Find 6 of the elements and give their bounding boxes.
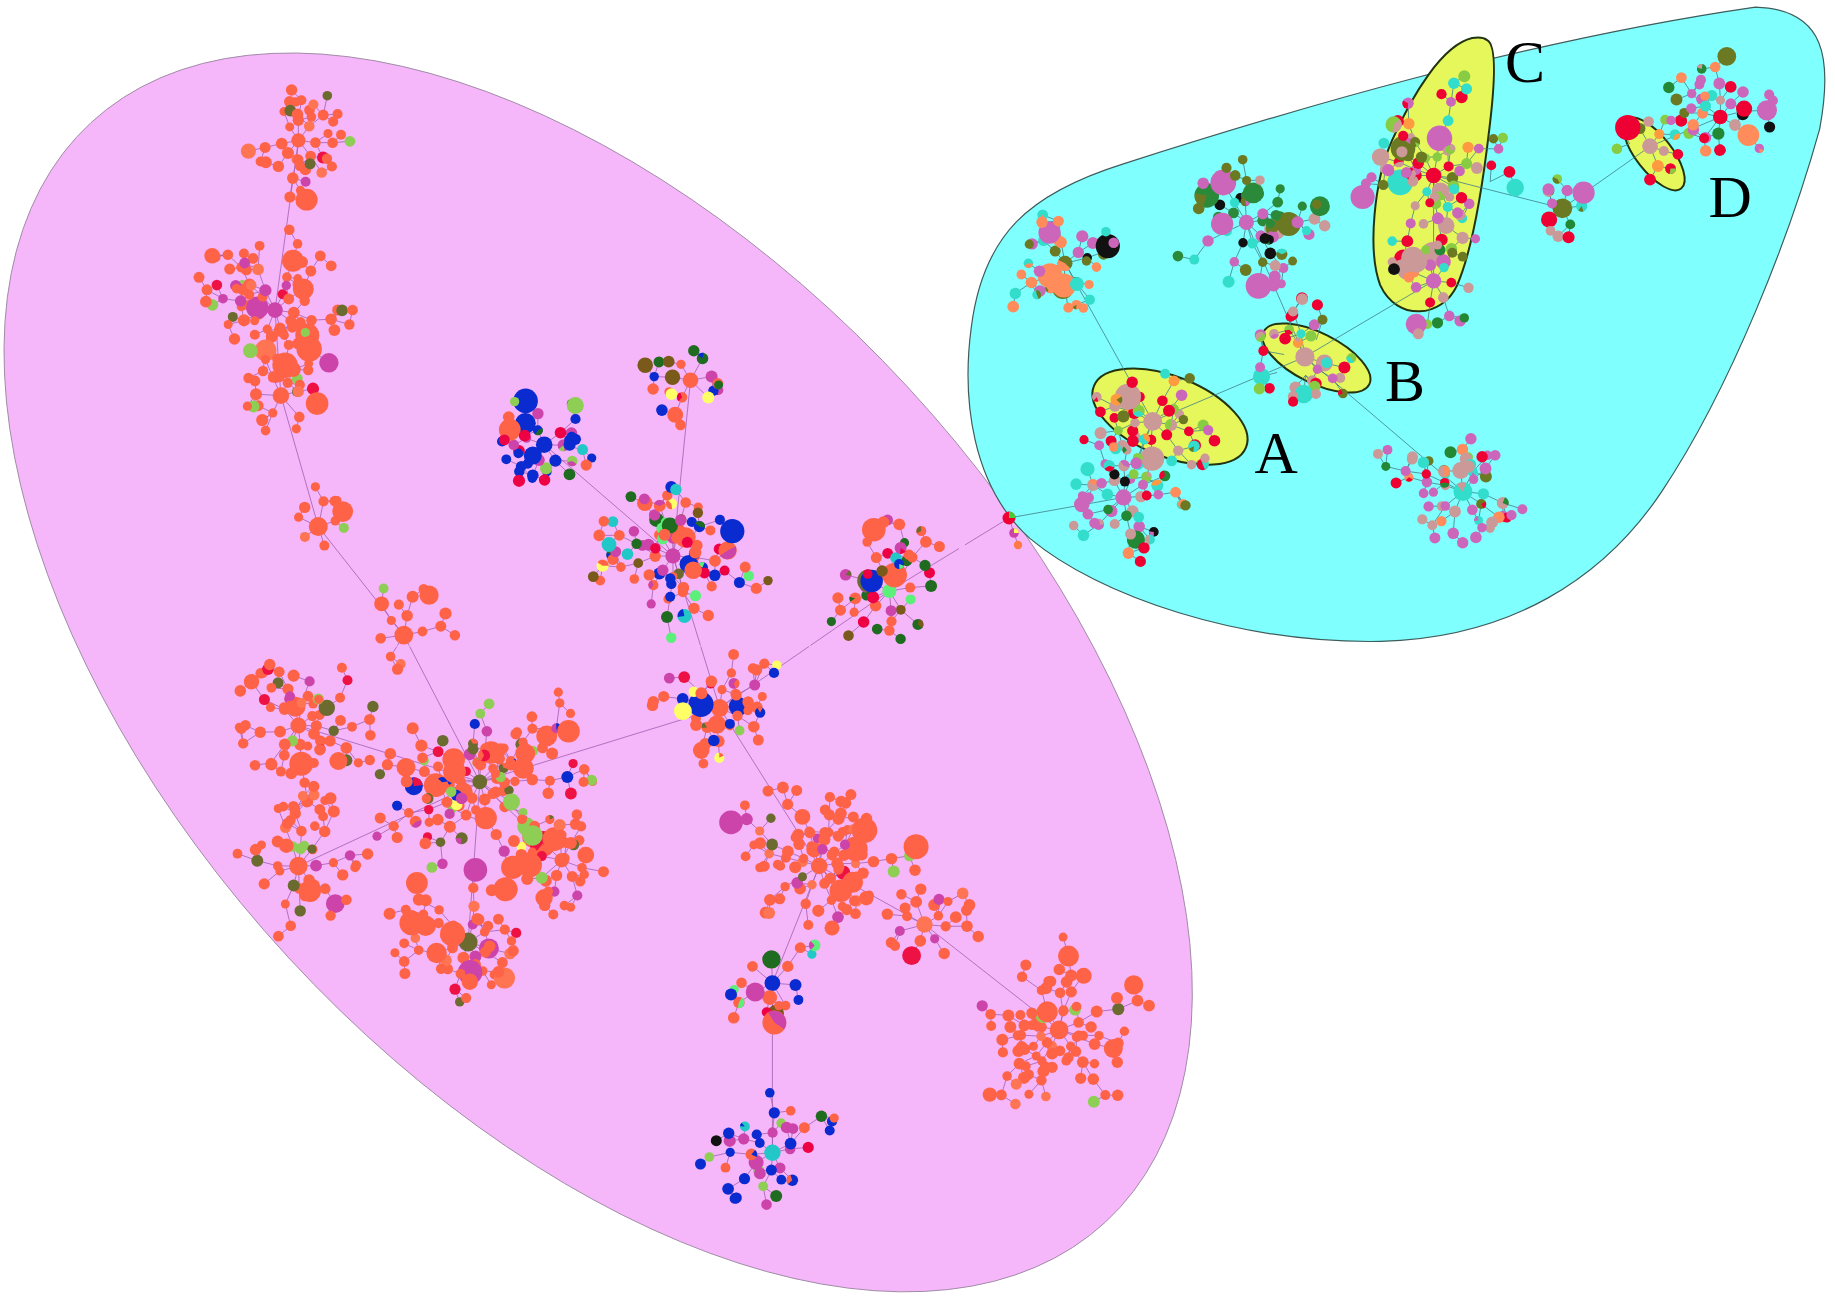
cluster-label: A xyxy=(1254,422,1298,483)
cluster-label: C xyxy=(1505,31,1546,92)
cluster-label: D xyxy=(1708,166,1752,227)
branch-line xyxy=(1334,303,1396,340)
cluster-label: B xyxy=(1385,350,1426,411)
branch-line xyxy=(1214,365,1284,396)
